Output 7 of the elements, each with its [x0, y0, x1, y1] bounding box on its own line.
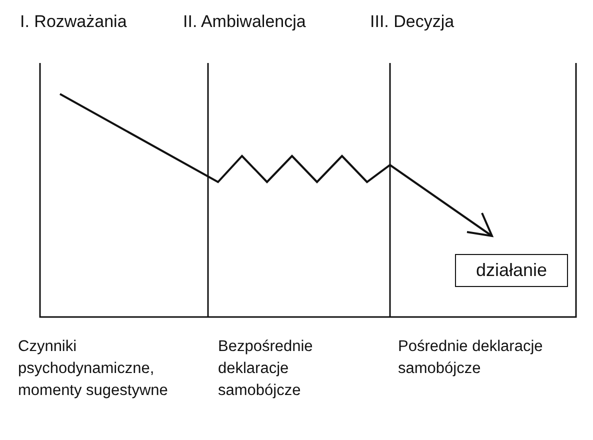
- phase-heading: I. Rozważania: [20, 12, 127, 32]
- phase-heading: II. Ambiwalencja: [183, 12, 306, 32]
- action-box: działanie: [455, 254, 568, 287]
- phase-heading: III. Decyzja: [370, 12, 454, 32]
- phase-description: Pośrednie deklaracje samobójcze: [398, 337, 544, 379]
- phase-description: Bezpośrednie deklaracje samobójcze: [218, 337, 314, 401]
- phase-description: Czynniki psychodynamiczne, momenty sugestywne: [18, 337, 169, 401]
